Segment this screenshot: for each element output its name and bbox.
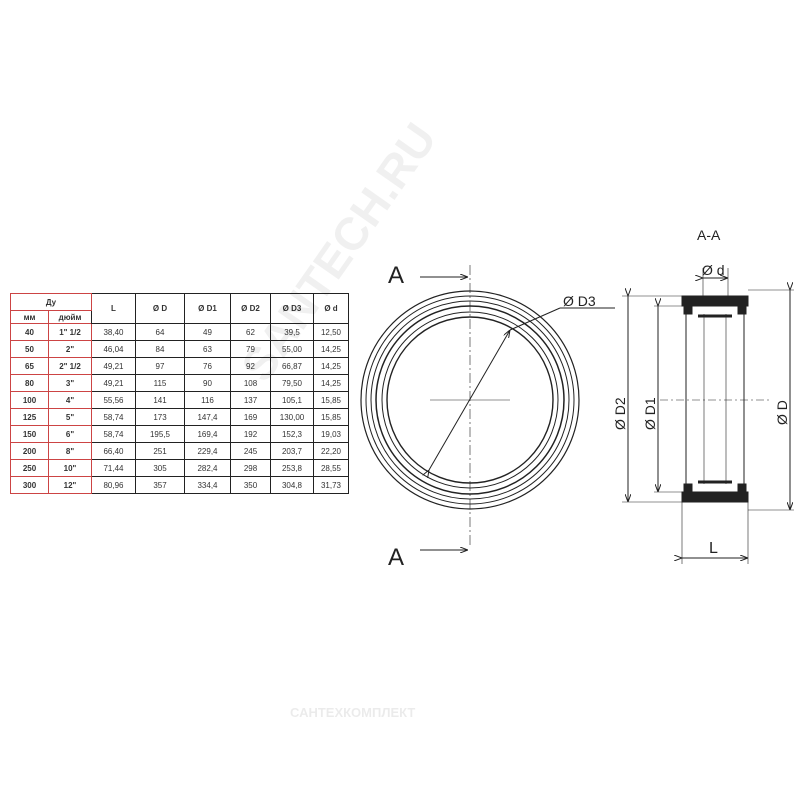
header-d: Ø d — [313, 293, 349, 324]
section-mark-bottom: A — [388, 544, 404, 571]
table-cell: 12" — [48, 476, 92, 494]
dim-L-label: L — [709, 540, 718, 557]
dim-D3-label: Ø D3 — [563, 293, 596, 309]
section-title: A-A — [697, 227, 721, 243]
table-cell: 350 — [230, 476, 271, 494]
dim-D-label: Ø D — [774, 400, 790, 425]
bottom-watermark: САНТЕХКОМПЛЕКТ — [290, 705, 416, 720]
table-cell: 334,4 — [184, 476, 231, 494]
table-cell: 14,25 — [313, 357, 349, 375]
dim-d-label: Ø d — [702, 262, 725, 278]
dim-D2-label: Ø D2 — [612, 397, 628, 430]
table-cell: 31,73 — [313, 476, 349, 494]
section-view — [622, 268, 794, 564]
dim-D1-label: Ø D1 — [642, 397, 658, 430]
header-D: Ø D — [135, 293, 185, 324]
front-view — [360, 265, 615, 550]
section-mark-top: A — [388, 262, 404, 289]
